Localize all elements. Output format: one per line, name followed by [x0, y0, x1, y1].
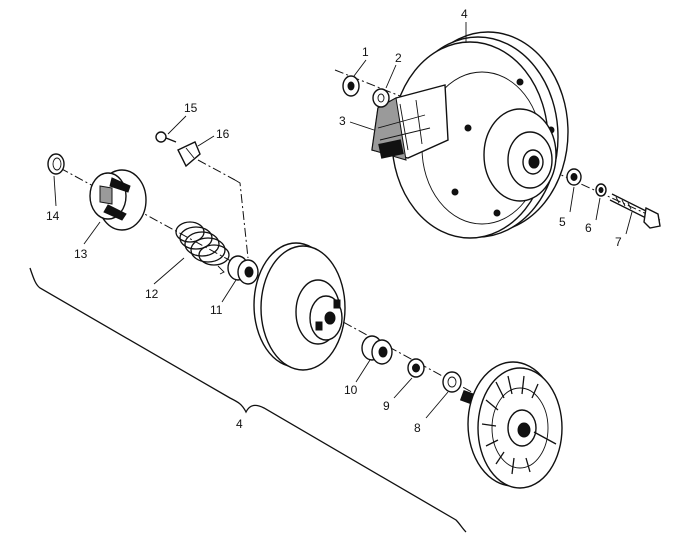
callout-12: 12	[145, 287, 159, 301]
callout-8: 8	[414, 421, 421, 435]
washer-part-2	[372, 88, 390, 108]
snap-ring-part-14	[47, 153, 65, 175]
washer-part-5	[566, 168, 582, 186]
bushing-part-10	[361, 335, 393, 365]
callout-3: 3	[339, 114, 346, 128]
callout-14: 14	[46, 209, 60, 223]
washer-part-8	[442, 371, 462, 393]
callout-1: 1	[362, 45, 369, 59]
callout-2: 2	[395, 51, 402, 65]
callout-labels: 1 2 3 4 5 6 7 8 9 10 11 12 13 14 15 16 4	[46, 7, 622, 435]
moveable-sheave	[253, 242, 346, 371]
fixed-sheave	[459, 361, 563, 489]
washer-part-9	[407, 358, 425, 378]
bushing-part-11	[227, 255, 259, 285]
leader-lines	[53, 22, 633, 419]
callout-10: 10	[344, 383, 358, 397]
callout-5: 5	[559, 215, 566, 229]
screw-part-15	[155, 131, 177, 143]
lock-washer-part-6	[595, 183, 607, 197]
roller-weight-part-16	[177, 141, 201, 168]
callout-9: 9	[383, 399, 390, 413]
bolt-part-7	[609, 193, 661, 229]
ramp-block-part-3	[371, 84, 449, 161]
helix-cam-part-13	[89, 169, 147, 231]
washer-part-1	[342, 75, 360, 97]
callout-7: 7	[615, 235, 622, 249]
callout-15: 15	[184, 101, 198, 115]
callout-4-group: 4	[236, 417, 243, 431]
callout-11: 11	[210, 303, 223, 317]
callout-13: 13	[74, 247, 88, 261]
callout-4-top: 4	[461, 7, 468, 21]
callout-16: 16	[216, 127, 230, 141]
spring-part-12	[175, 221, 230, 275]
assembly-bracket	[29, 267, 467, 533]
callout-6: 6	[585, 221, 592, 235]
